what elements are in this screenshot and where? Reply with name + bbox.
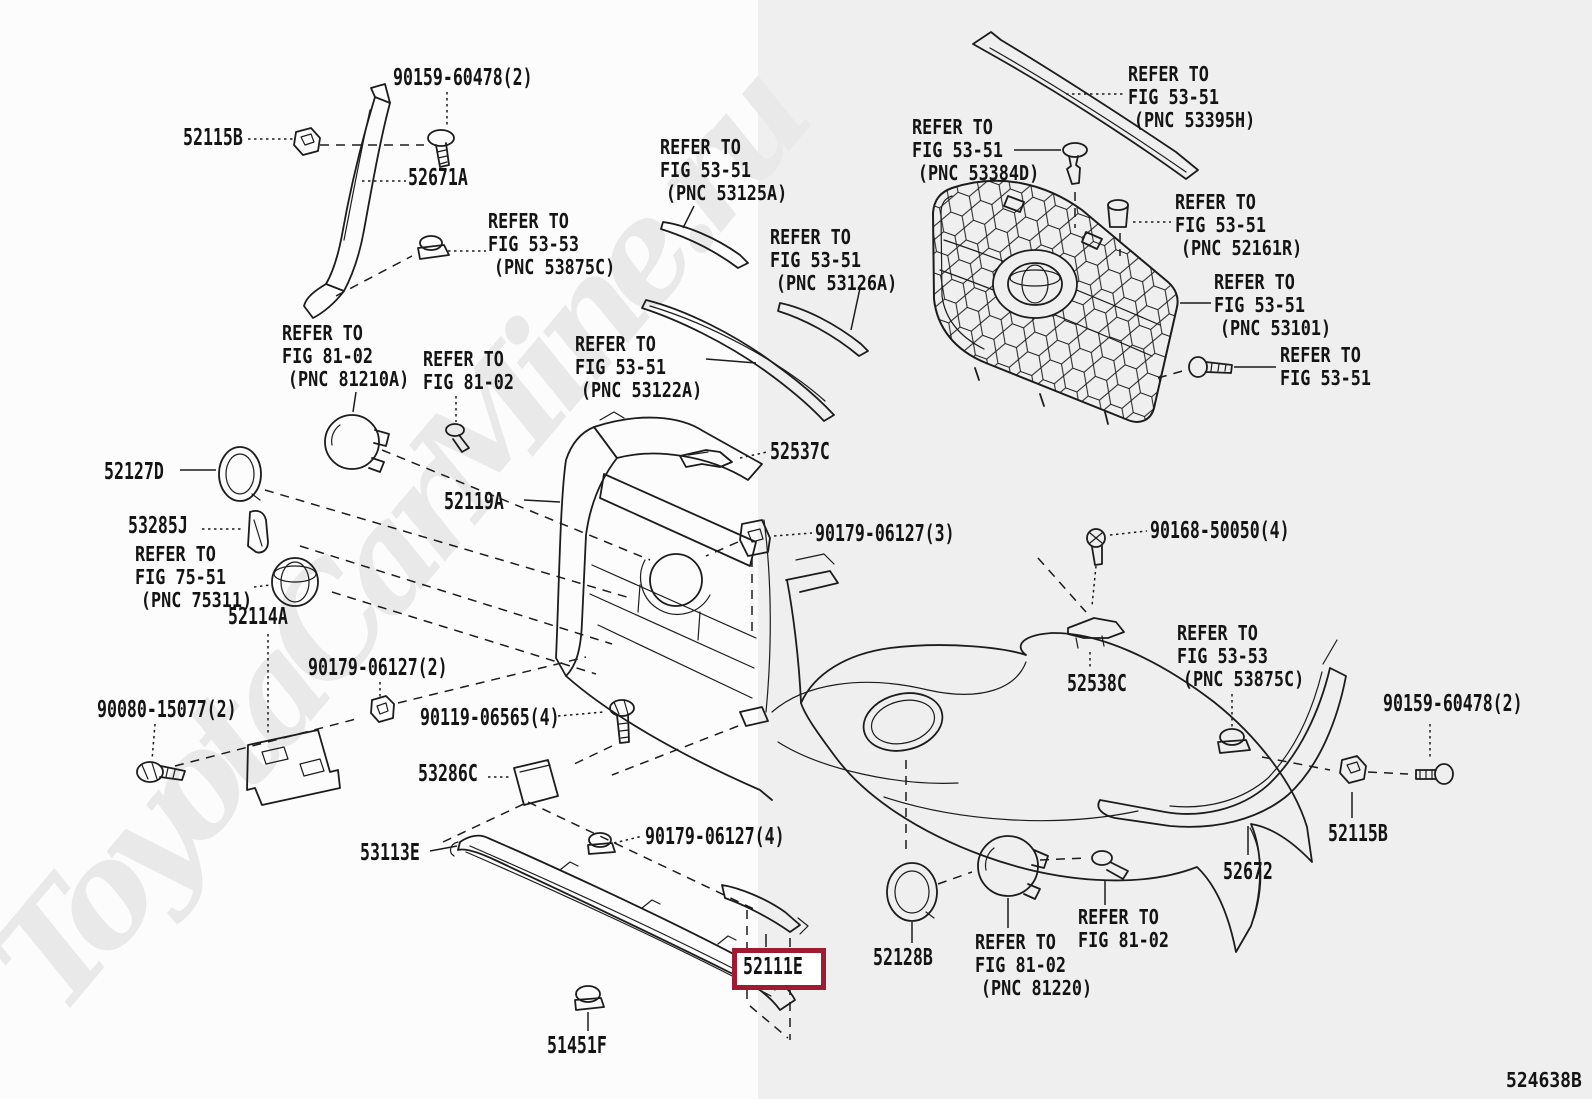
clip-90179-2-sketch: [370, 695, 395, 723]
strip-53126A-sketch: [777, 302, 869, 357]
fastener-53384D-sketch: [1062, 142, 1088, 185]
bolt-90159-top-sketch: [427, 129, 455, 168]
clip-52115B-left-sketch: [293, 127, 321, 156]
label-52672[interactable]: 52672: [1223, 859, 1273, 885]
label-90168-50050[interactable]: 90168-50050(4): [1150, 518, 1290, 544]
fog-bezel-52128B-sketch: [886, 862, 938, 922]
clip-90179-3-sketch: [739, 519, 771, 557]
label-52115B-right[interactable]: 52115B: [1328, 821, 1388, 847]
construction-lines: [264, 449, 651, 675]
bolt-90080-sketch: [136, 761, 186, 783]
strip-53122A-sketch: [641, 299, 835, 422]
strip-52111E-sketch: [721, 884, 809, 935]
clip-90179-4-sketch: [587, 832, 616, 855]
label-90179-06127-2[interactable]: 90179-06127(2): [308, 655, 448, 681]
screw-81-02-left-sketch: [445, 423, 470, 453]
clip-51451F-sketch: [574, 985, 605, 1011]
label-52114A[interactable]: 52114A: [228, 604, 288, 630]
label-53286C[interactable]: 53286C: [418, 761, 478, 787]
bolt-90119-sketch: [609, 699, 635, 744]
bumper-inner-52119A-sketch: [555, 411, 773, 801]
label-90179-06127-3[interactable]: 90179-06127(3): [815, 521, 955, 547]
label-52127D[interactable]: 52127D: [104, 459, 164, 485]
clip-52161R-sketch: [1107, 199, 1129, 228]
label-52671A[interactable]: 52671A: [408, 165, 468, 191]
label-51451F[interactable]: 51451F: [547, 1033, 607, 1059]
bracket-52538C-sketch: [1067, 617, 1125, 649]
label-53113E[interactable]: 53113E: [360, 840, 420, 866]
bracket-52537C-sketch: [679, 449, 733, 468]
label-52538C[interactable]: 52538C: [1067, 671, 1127, 697]
retainer-52672-sketch: [1097, 639, 1347, 828]
strip-53395H-sketch: [972, 31, 1199, 180]
bracket-52671A-sketch: [303, 83, 391, 319]
fog-bezel-52127D-sketch: [218, 446, 262, 502]
bolt-53-51-right-sketch: [1188, 356, 1233, 378]
fog-lamp-left-sketch: [324, 414, 390, 473]
clip-52115B-right-sketch: [1339, 755, 1367, 784]
license-bracket-52114A-sketch: [246, 729, 341, 806]
label-53285J[interactable]: 53285J: [128, 513, 188, 539]
label-90159-60478-top[interactable]: 90159-60478(2): [393, 65, 533, 91]
grommet-53875C-left-sketch: [417, 235, 450, 260]
label-90080-15077[interactable]: 90080-15077(2): [97, 697, 237, 723]
emblem-75311-sketch: [271, 557, 319, 607]
label-52111E[interactable]: 52111E: [732, 948, 826, 990]
fog-lamp-right-sketch: [977, 835, 1049, 900]
bumper-cover-sketch: [739, 553, 1313, 953]
label-52115B-left[interactable]: 52115B: [183, 125, 243, 151]
label-90159-60478-right[interactable]: 90159-60478(2): [1383, 691, 1523, 717]
diagram-code: 524638B: [1506, 1068, 1582, 1092]
label-90179-06127-4[interactable]: 90179-06127(4): [645, 824, 785, 850]
label-52119A[interactable]: 52119A: [444, 489, 504, 515]
strip-53125A-sketch: [660, 221, 749, 269]
bolt-90159-right-sketch: [1415, 763, 1454, 785]
label-90119-06565[interactable]: 90119-06565(4): [420, 705, 560, 731]
grille-sketch: [931, 179, 1179, 425]
screw-81-02-right-sketch: [1091, 850, 1129, 880]
clip-53285J-sketch: [247, 509, 269, 554]
screw-90168-sketch: [1086, 528, 1106, 566]
label-52128B[interactable]: 52128B: [873, 945, 933, 971]
grommet-53875C-right-sketch: [1217, 728, 1251, 754]
cover-53286C-sketch: [513, 759, 559, 806]
label-52537C[interactable]: 52537C: [770, 439, 830, 465]
